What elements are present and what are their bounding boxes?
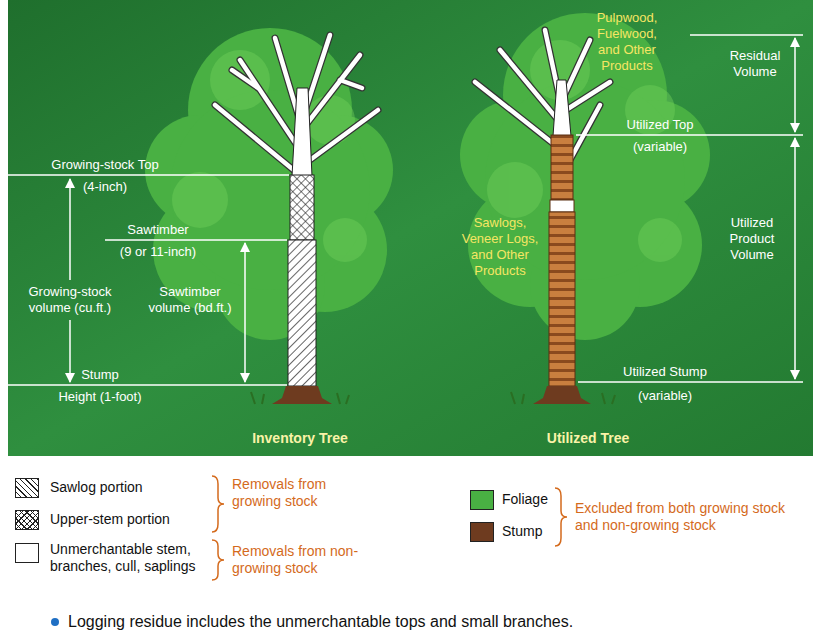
label: (9 or 11-inch) — [103, 244, 213, 260]
label: (variable) — [620, 139, 700, 155]
legend-swatch — [470, 490, 494, 510]
label: Pulpwood, Fuelwood, and Other Products — [588, 10, 666, 74]
label: Utilized Product Volume — [716, 215, 788, 263]
legend-swatch — [15, 478, 39, 498]
legend-text: Stump — [502, 523, 572, 540]
legend-swatch — [15, 543, 39, 563]
legend-text: Upper-stem portion — [50, 511, 200, 528]
label: Growing-stock Top — [30, 157, 180, 173]
label: Residual Volume — [719, 48, 791, 80]
legend-text: Foliage — [502, 491, 572, 508]
label: Stump — [60, 367, 140, 383]
label: Sawtimber — [108, 222, 208, 238]
label: Sawtimber volume (bd.ft.) — [142, 284, 238, 316]
label: Excluded from both growing stock and non… — [575, 500, 805, 534]
label: Utilized Stump — [610, 364, 720, 380]
label: Inventory Tree — [230, 430, 370, 447]
legend-text: Unmerchantable stem, branches, cull, sap… — [50, 541, 215, 575]
label: Sawlogs, Veneer Logs, and Other Products — [456, 215, 544, 279]
label: Logging residue includes the unmerchanta… — [68, 612, 768, 632]
label: (4-inch) — [65, 179, 145, 195]
legend-swatch — [15, 510, 39, 530]
label: Removals from non-growing stock — [232, 543, 372, 577]
legend-text: Sawlog portion — [50, 479, 200, 496]
label: Utilized Tree — [523, 430, 653, 447]
label: Utilized Top — [610, 117, 710, 133]
label: (variable) — [625, 388, 705, 404]
legend-swatch — [470, 522, 494, 542]
label: Growing-stock volume (cu.ft.) — [18, 284, 122, 316]
label: Removals from growing stock — [232, 476, 362, 510]
label: Height (1-foot) — [40, 389, 160, 405]
